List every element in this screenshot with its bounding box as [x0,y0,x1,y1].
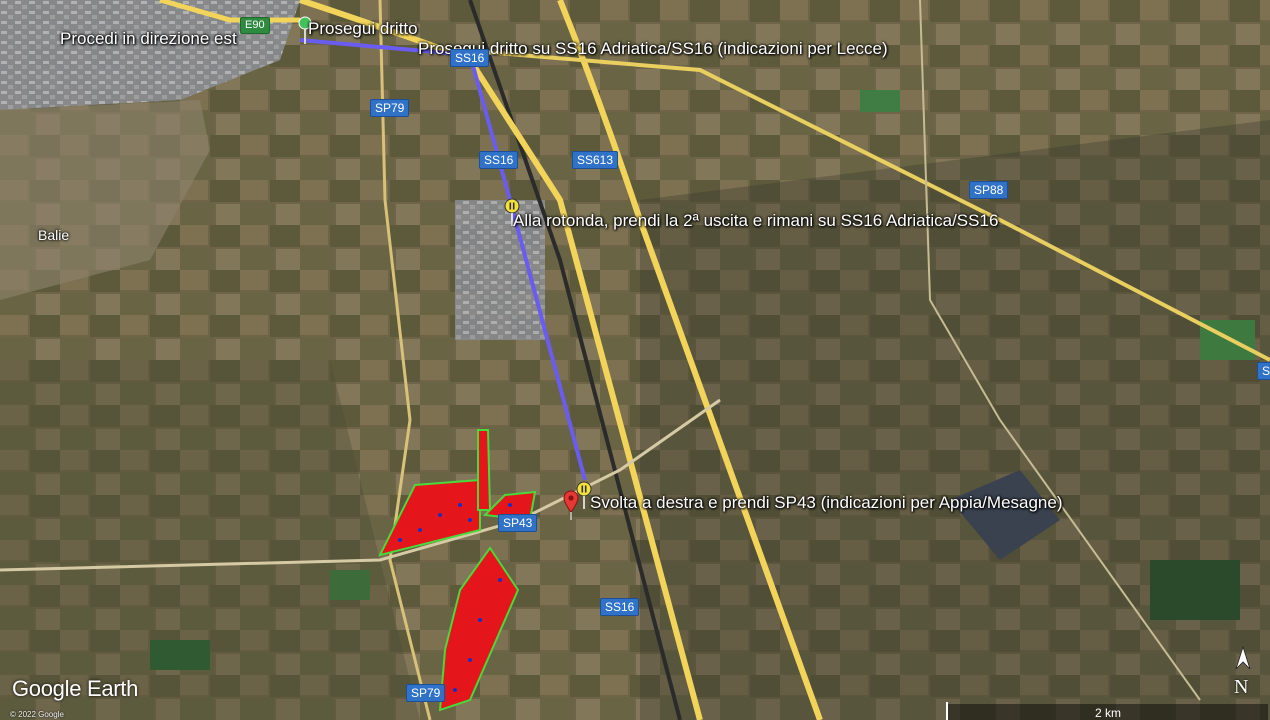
destination-pin-icon[interactable] [563,490,579,520]
road-shield-ss613: SS613 [572,151,619,169]
route-step-label[interactable]: Alla rotonda, prendi la 2ª uscita e rima… [513,211,999,230]
road-shield-edge: SP [1257,362,1270,380]
waypoint-pin-icon[interactable] [504,198,520,226]
route-step-label[interactable]: Svolta a destra e prendi SP43 (indicazio… [590,493,1063,512]
road-shield-sp43: SP43 [498,514,538,532]
place-label-balie: Balie [38,227,70,243]
copyright-text: © 2022 Google [10,710,64,719]
route-step-label[interactable]: Procedi in direzione est [60,29,237,48]
turn-pin-icon[interactable] [576,481,592,509]
road-shield-ss16: SS16 [479,151,519,169]
sp88-road [459,48,1270,362]
solar-field-4 [438,546,520,712]
route-line [299,38,587,481]
route-step-label[interactable]: Prosegui dritto [308,19,418,38]
google-earth-logo: Google Earth [12,676,139,701]
route-step-label[interactable]: Prosegui dritto su SS16 Adriatica/SS16 (… [418,39,888,58]
road-shield-e90: E90 [240,17,270,34]
road-shield-ss16: SS16 [450,49,490,67]
sp79-road [378,0,432,720]
scale-label: 2 km [1095,706,1122,720]
road-shield-sp79: SP79 [370,99,410,117]
road-shield-ss16: SS16 [600,598,640,616]
north-arrow-icon[interactable] [1232,645,1254,697]
scale-bar-background [946,704,1268,720]
road-shield-sp79: SP79 [406,684,446,702]
scale-bar-tick [946,702,948,720]
ss613-highway [557,0,823,720]
start-pin-icon[interactable] [298,16,312,44]
solar-field-3 [477,429,492,511]
compass-north-letter: N [1234,676,1249,698]
road-shield-sp88: SP88 [969,181,1009,199]
